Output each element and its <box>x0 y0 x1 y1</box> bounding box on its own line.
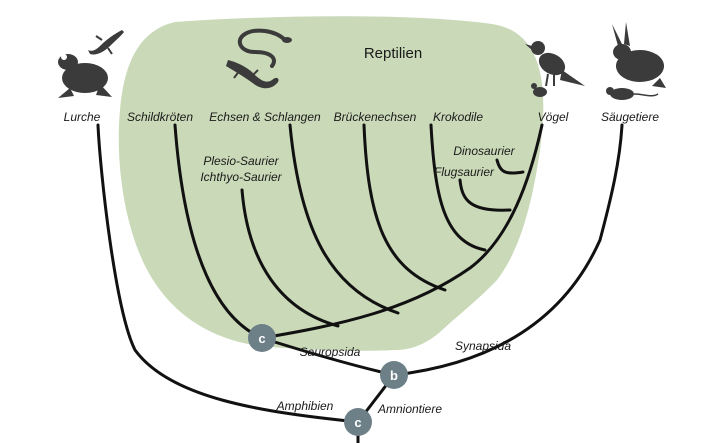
region-title: Reptilien <box>364 45 422 62</box>
taxon-ichthyo-saurier: Ichthyo-Saurier <box>200 170 282 184</box>
reptile-region <box>118 16 544 351</box>
taxon-dinosaurier: Dinosaurier <box>453 144 515 158</box>
node-c-lower-label: c <box>354 415 361 430</box>
taxon-echsen-schlangen: Echsen & Schlangen <box>209 110 321 124</box>
mouse-icon <box>606 87 659 100</box>
frog-icon <box>58 54 112 98</box>
rabbit-icon <box>612 22 666 88</box>
taxon-plesio-saurier: Plesio-Saurier <box>203 154 279 168</box>
node-b-label: b <box>390 368 398 383</box>
branches <box>96 123 624 443</box>
taxon-lurche: Lurche <box>64 110 101 124</box>
clade-amniontiere: Amniontiere <box>377 402 442 416</box>
taxon-saeugetiere: Säugetiere <box>601 110 659 124</box>
node-c-upper-label: c <box>258 331 265 346</box>
clade-amphibien: Amphibien <box>276 399 334 413</box>
taxon-voegel: Vögel <box>538 110 569 124</box>
bird-icon <box>525 41 585 87</box>
node-c-upper: c <box>248 324 276 352</box>
clade-synapsida: Synapsida <box>455 339 511 353</box>
lizard-icon <box>88 30 124 55</box>
clade-sauropsida: Sauropsida <box>300 345 361 359</box>
taxon-krokodile: Krokodile <box>433 110 483 124</box>
snake-icon <box>237 28 292 68</box>
small-bird-icon <box>531 83 547 97</box>
node-b: b <box>380 361 408 389</box>
taxon-schildkroeten: Schildkröten <box>127 110 193 124</box>
taxon-flugsaurier: Flugsaurier <box>434 165 495 179</box>
node-c-lower: c <box>344 408 372 436</box>
taxon-brueckenechsen: Brückenechsen <box>334 110 417 124</box>
lizard-icon-large <box>226 60 279 89</box>
